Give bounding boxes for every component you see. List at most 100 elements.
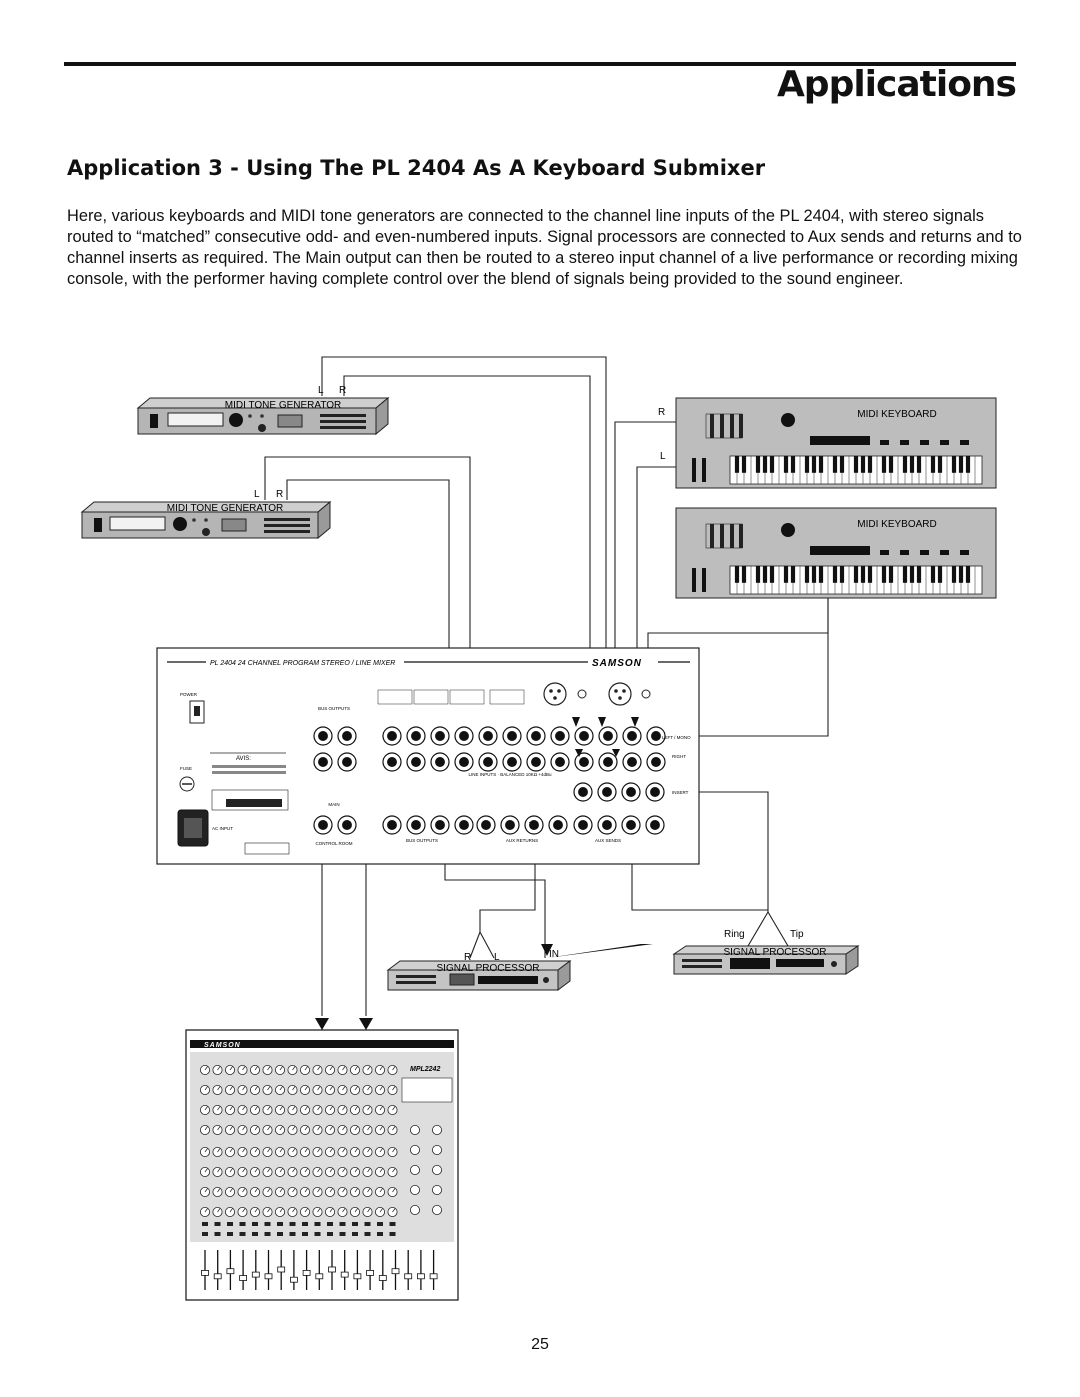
fader-cap [366,1270,375,1276]
black-key [951,456,957,473]
black-key [734,566,740,583]
fuse-label: FUSE [180,766,192,771]
jack-socket [531,757,541,767]
knob-pointer [292,1126,296,1131]
knob-pointer [367,1148,371,1153]
knob-pointer [217,1188,221,1193]
jack [430,726,450,746]
jack [597,782,617,802]
knob-pointer [329,1188,333,1193]
knob-pointer [342,1086,346,1091]
knob-pointer [229,1126,233,1131]
jack [313,815,333,835]
black-key [930,566,936,583]
knob-pointer [242,1168,246,1173]
knob-pointer [242,1188,246,1193]
jack-socket [459,731,469,741]
jack [622,752,642,772]
jack-socket [602,787,612,797]
knob-pointer [267,1066,271,1071]
black-key [804,566,810,583]
jack-socket [579,731,589,741]
knob-pointer [217,1086,221,1091]
knob-pointer [267,1126,271,1131]
jack [597,815,617,835]
jack-socket [626,820,636,830]
page-number: 25 [531,1336,549,1353]
black-key [832,456,838,473]
knob-pointer [317,1126,321,1131]
jack [337,726,357,746]
fader-cap [239,1275,248,1281]
aux-sends-label: AUX SENDS [595,838,621,843]
black-key [860,456,866,473]
knob-pointer [304,1066,308,1071]
knob-pointer [354,1066,358,1071]
jack-socket [481,820,491,830]
knob-pointer [392,1188,396,1193]
knob-pointer [242,1208,246,1213]
knob-pointer [292,1148,296,1153]
knob-pointer [217,1208,221,1213]
console-faders [201,1250,438,1290]
fader-cap [201,1270,209,1276]
knob-pointer [204,1188,208,1193]
intro-paragraph: Here, various keyboards and MIDI tone ge… [67,207,1022,288]
knob-pointer [242,1148,246,1153]
black-key [755,456,761,473]
knob-pointer [254,1066,258,1071]
black-key [867,456,873,473]
black-key [769,456,775,473]
signal-processor-1-label: SIGNAL PROCESSOR [437,963,540,974]
jack [313,752,333,772]
jack-socket [342,820,352,830]
knob-pointer [229,1086,233,1091]
jack-socket [627,731,637,741]
black-key [790,566,796,583]
knob-pointer [254,1126,258,1131]
tone-generator-1-label: MIDI TONE GENERATOR [225,400,342,411]
master-knob [409,1185,420,1196]
pl2404-rear-panel: PL 2404 24 CHANNEL PROGRAM STEREO / LINE… [156,647,700,865]
jack [646,726,666,746]
channel-button [227,1232,233,1236]
knob-pointer [292,1066,296,1071]
jack-socket [555,757,565,767]
knob-pointer [367,1126,371,1131]
knob-pointer [204,1208,208,1213]
knob-pointer [254,1106,258,1111]
channel-button [264,1232,271,1236]
knob-pointer [242,1106,246,1111]
power-label: POWER [180,692,198,697]
black-key [881,566,887,583]
knob-pointer [254,1148,258,1153]
knob-pointer [279,1168,283,1173]
jack-socket [555,731,565,741]
black-key [790,456,796,473]
tone-generator-1-left-label: L [318,385,324,396]
knob-pointer [392,1208,396,1213]
connection-diagram: MIDI TONE GENERATOR L R MIDI TONE GENERA… [80,356,997,1301]
master-knob [431,1165,442,1176]
knob-pointer [292,1086,296,1091]
channel-button [202,1232,208,1236]
knob-pointer [354,1126,358,1131]
tip-label: Tip [790,929,804,940]
jack-socket [531,731,541,741]
knob-pointer [329,1208,333,1213]
knob-pointer [217,1066,221,1071]
knob-pointer [354,1208,358,1213]
jack [550,726,570,746]
channel-button [377,1222,383,1226]
processor-1-in-label: IN [549,949,559,960]
channel-button [314,1222,321,1226]
processor-1-right-label: R [464,952,471,963]
master-knob [409,1125,420,1136]
knob-pointer [229,1168,233,1173]
jack-socket [579,757,589,767]
black-key [783,456,789,473]
knob-pointer [279,1188,283,1193]
knob-pointer [292,1168,296,1173]
channel-button [352,1222,358,1226]
knob-pointer [304,1126,308,1131]
